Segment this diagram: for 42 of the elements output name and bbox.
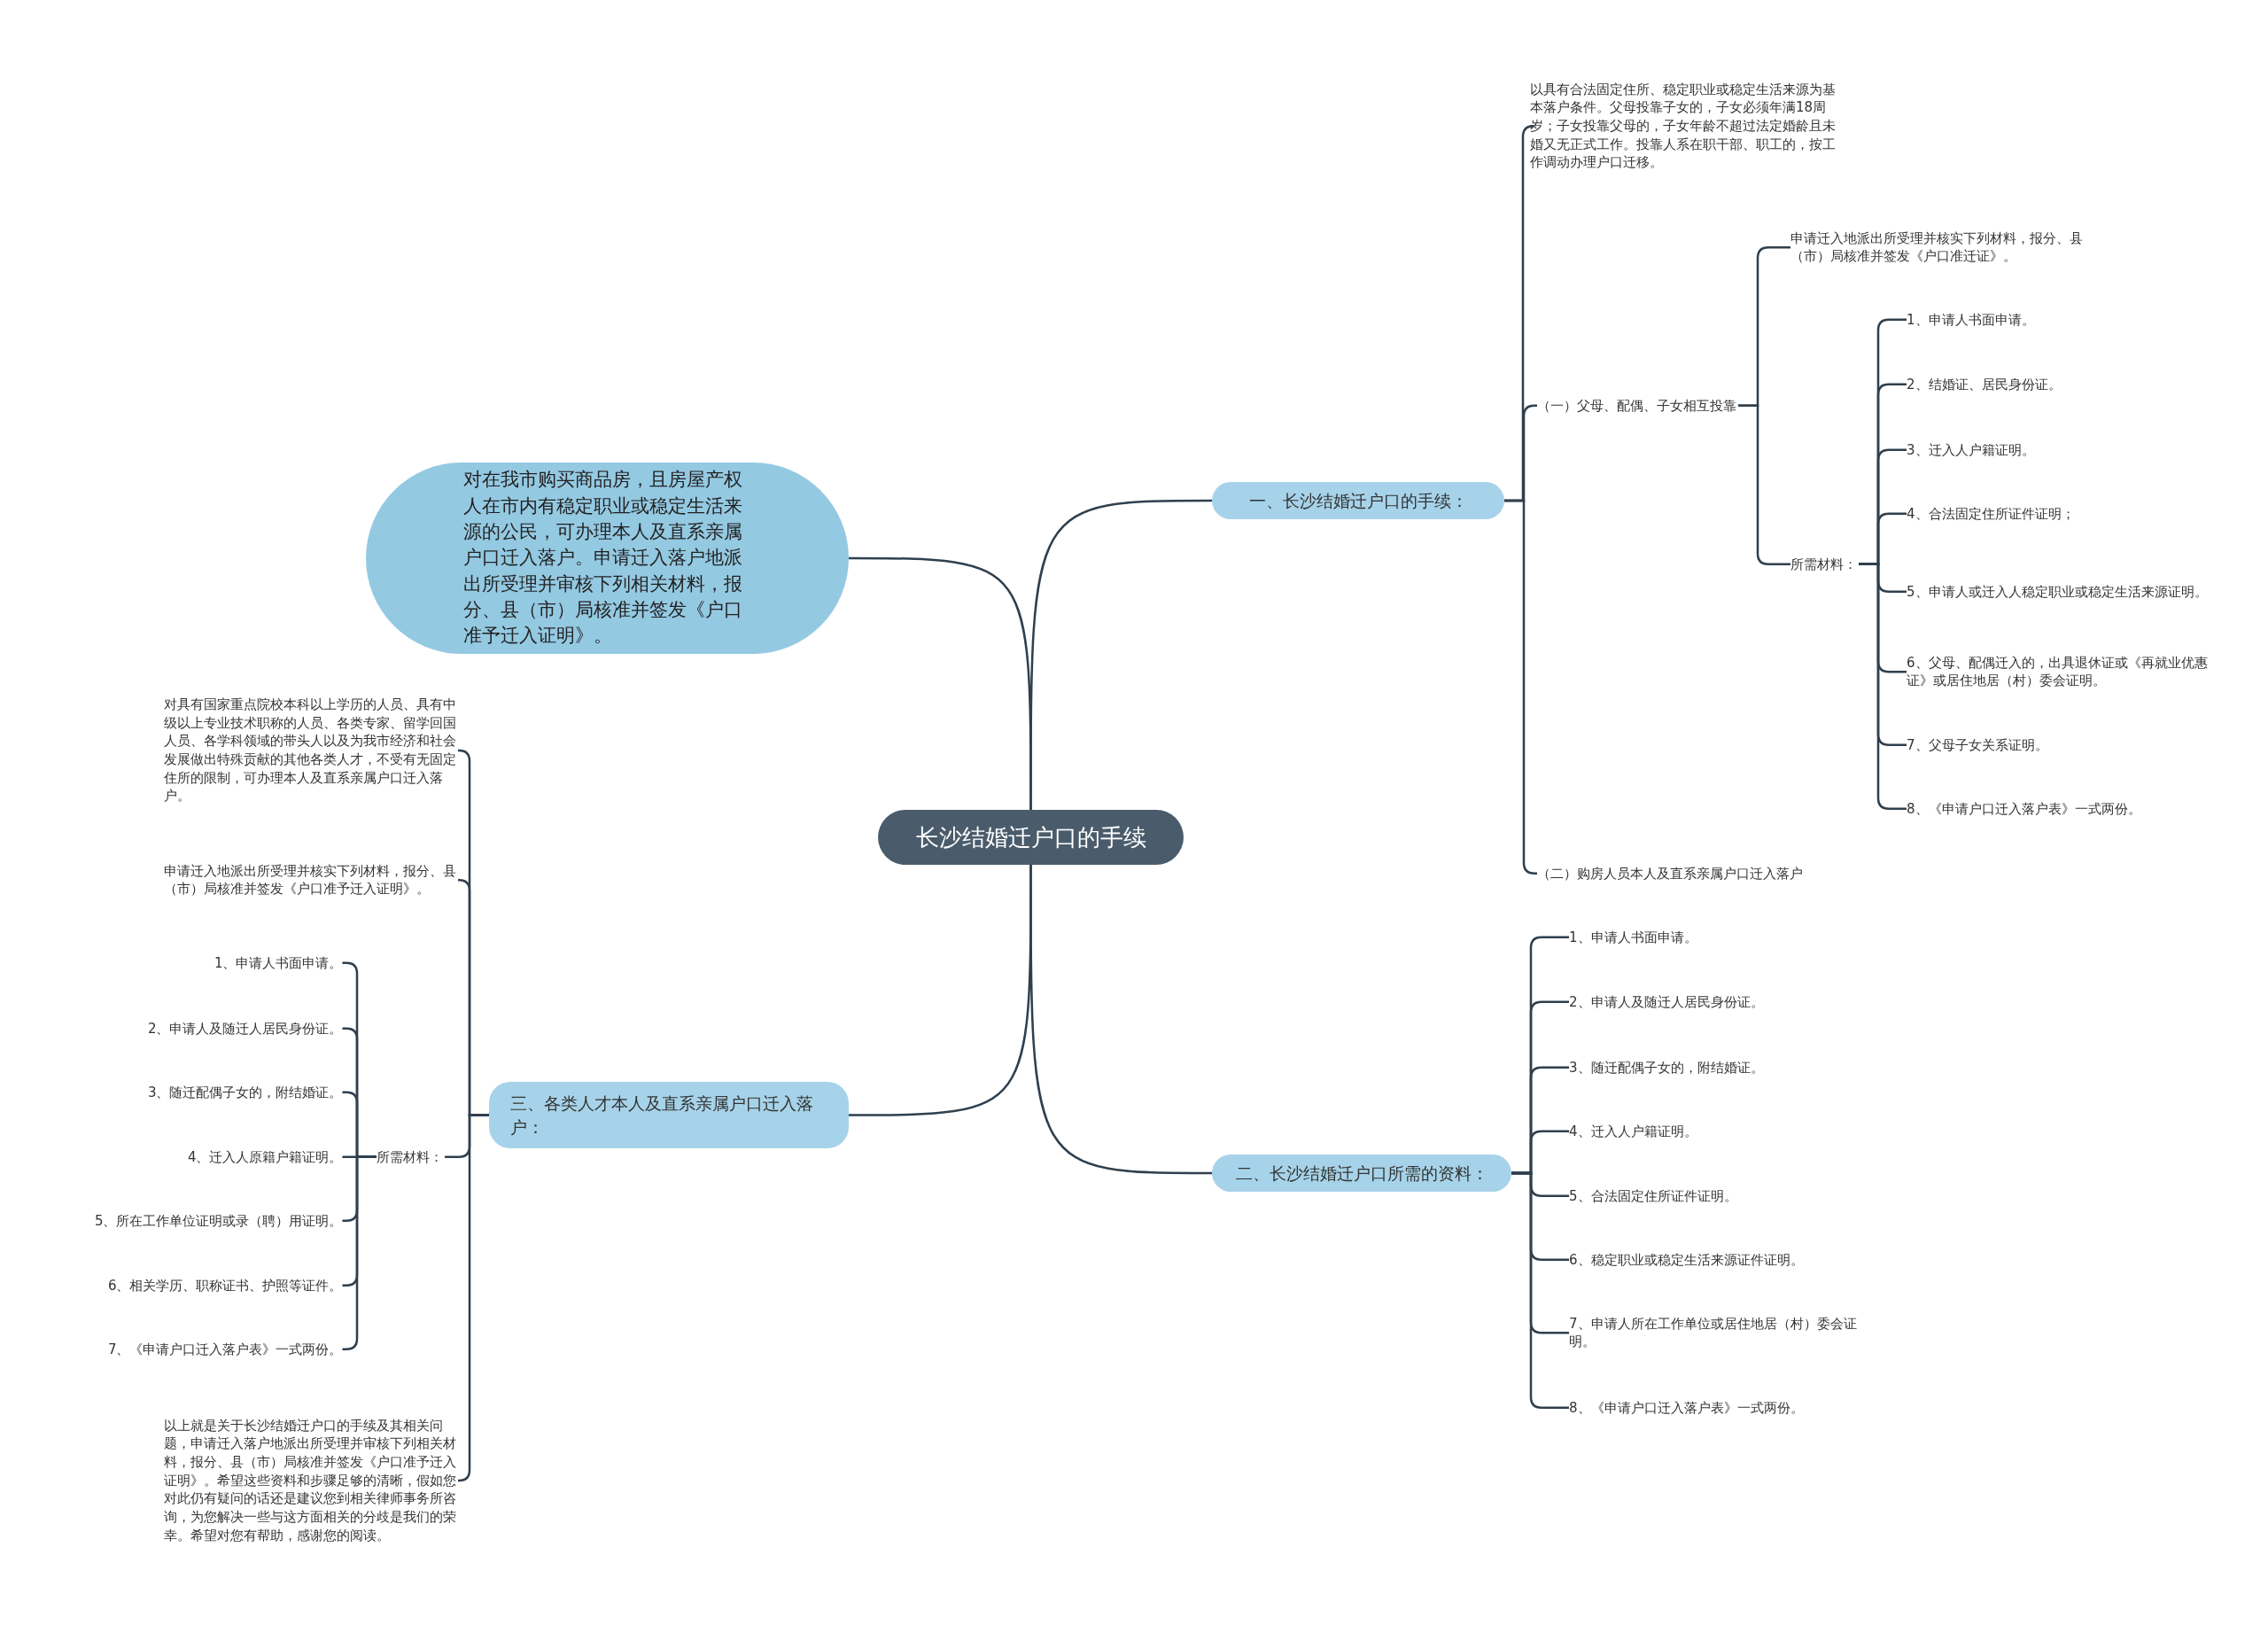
note-text: 5、申请人或迁入人稳定职业或稳定生活来源证明。	[1907, 582, 2210, 602]
note-text: 3、迁入人户籍证明。	[1907, 440, 2037, 460]
connector-line	[457, 1114, 489, 1482]
note-text: 1、申请人书面申请。	[212, 953, 343, 973]
note-text: 3、随迁配偶子女的，附结婚证。	[1569, 1058, 1766, 1077]
note-text: 5、合法固定住所证件证明。	[1569, 1186, 1739, 1206]
connector-line	[1511, 1171, 1569, 1410]
note-text: 对具有国家重点院校本科以上学历的人员、具有中级以上专业技术职称的人员、各类专家、留学回国人员、各学科领域的带头人以及为我市经济和社会发展做出特殊贡献的其他各类人才，不受有无固定住所的限制，可办理本人及直系亲属户口迁入落户。	[164, 696, 458, 806]
connector-line	[849, 865, 1032, 1116]
note-text: （二）购房人员本人及直系亲属户口迁入落户	[1537, 864, 1805, 883]
note-text: 申请迁入地派出所受理并核实下列材料，报分、县（市）局核准并签发《户口准予迁入证明》。	[164, 861, 458, 898]
note-text: 7、父母子女关系证明。	[1907, 735, 2050, 755]
note-text: 6、相关学历、职称证书、护照等证件。	[105, 1276, 343, 1295]
topic-bubble: 对在我市购买商品房，且房屋产权人在市内有稳定职业或稳定生活来源的公民，可办理本人及直系亲属户口迁入落户。申请迁入落户地派出所受理并审核下列相关材料，报分、县（市）局核准并签发《户口准予迁入证明》。	[366, 463, 849, 654]
note-text: 申请迁入地派出所受理并核实下列材料，报分、县（市）局核准并签发《户口准迁证》。	[1790, 229, 2085, 266]
note-text: 2、结婚证、居民身份证。	[1907, 375, 2063, 394]
note-text: 4、迁入人户籍证明。	[1569, 1122, 1699, 1141]
note-text: 6、父母、配偶迁入的，出具退休证或《再就业优惠证》或居住地居（村）委会证明。	[1907, 653, 2210, 690]
note-text: 2、申请人及随迁人居民身份证。	[145, 1019, 343, 1038]
topic-box: 一、长沙结婚迁户口的手续：	[1212, 482, 1504, 519]
note-text: 2、申请人及随迁人居民身份证。	[1569, 992, 1766, 1012]
note-text: 8、《申请户口迁入落户表》一式两份。	[1569, 1398, 1806, 1418]
topic-box: 二、长沙结婚迁户口所需的资料：	[1212, 1155, 1511, 1192]
note-text: 7、申请人所在工作单位或居住地居（村）委会证明。	[1569, 1314, 1859, 1351]
note-text: （一）父母、配偶、子女相互投靠	[1537, 396, 1738, 416]
note-text: 4、合法固定住所证件证明；	[1907, 504, 2077, 524]
connector-line	[1738, 404, 1790, 566]
note-text: 3、随迁配偶子女的，附结婚证。	[145, 1083, 343, 1102]
note-text: 所需材料：	[1790, 555, 1859, 574]
note-text: 1、申请人书面申请。	[1907, 310, 2037, 330]
note-text: 以具有合法固定住所、稳定职业或稳定生活来源为基本落户条件。父母投靠子女的，子女必须年满18周岁；子女投靠父母的，子女年龄不超过法定婚龄且未婚又无正式工作。投靠人系在职干部、职工的，按工作调动办理户口迁移。	[1530, 80, 1837, 172]
note-text: 8、《申请户口迁入落户表》一式两份。	[1907, 799, 2143, 819]
note-text: 以上就是关于长沙结婚迁户口的手续及其相关问题，申请迁入落户地派出所受理并审核下列相关材料，报分、县（市）局核准并签发《户口准予迁入证明》。希望这些资料和步骤足够的清晰，假如您对此仍有疑问的话还是建议您到相关律师事务所咨询，为您解决一些与这方面相关的分歧是我们的荣幸。希望对您有帮助，感谢您的阅读。	[164, 1416, 458, 1545]
note-text: 所需材料：	[377, 1147, 445, 1167]
topic-box: 三、各类人才本人及直系亲属户口迁入落户：	[489, 1082, 849, 1148]
note-text: 6、稳定职业或稳定生活来源证件证明。	[1569, 1250, 1806, 1270]
note-text: 7、《申请户口迁入落户表》一式两份。	[105, 1340, 343, 1359]
central-topic: 长沙结婚迁户口的手续	[878, 810, 1184, 865]
connector-line	[1029, 499, 1212, 810]
note-text: 4、迁入人原籍户籍证明。	[185, 1147, 343, 1167]
note-text: 5、所在工作单位证明或录（聘）用证明。	[92, 1211, 343, 1231]
note-text: 1、申请人书面申请。	[1569, 928, 1699, 947]
